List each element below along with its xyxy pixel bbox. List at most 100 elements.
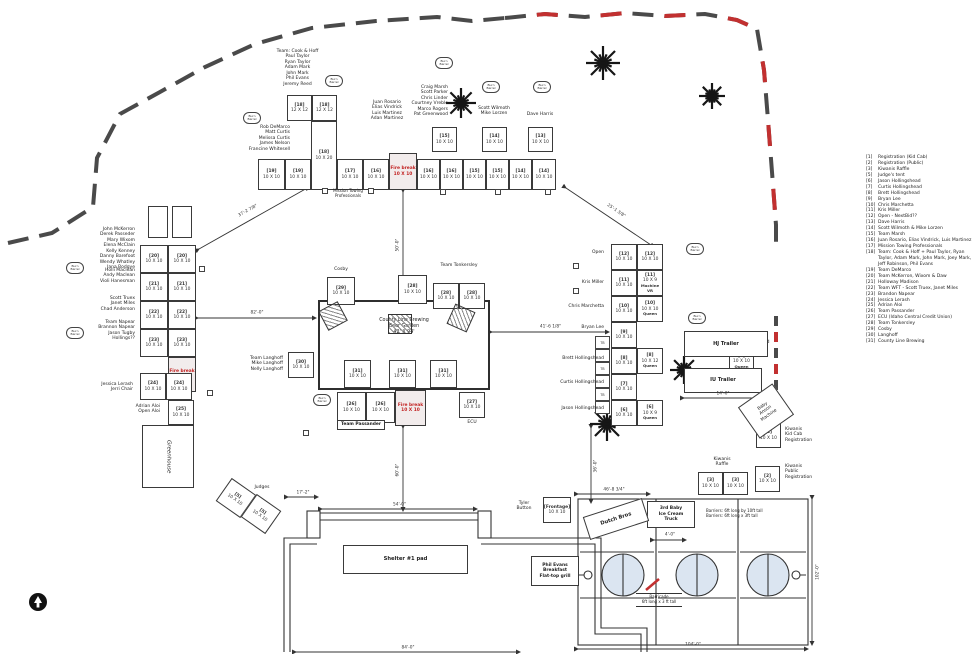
booth-size: 10 X 10 xyxy=(173,343,191,348)
map-label: Judges xyxy=(254,485,270,490)
legend-item-text: Bryan Lee xyxy=(878,196,901,202)
booth-size: 10 X 9 xyxy=(642,278,658,284)
legend-item-text: Langhoff xyxy=(878,333,898,339)
booth-number: [21] xyxy=(148,281,160,287)
booth-size: 10 X 10 xyxy=(341,174,359,180)
legend-item: [30]Langhoff xyxy=(866,333,976,339)
legend-item: [11]Kris Miller xyxy=(866,208,976,214)
booth-number: [15] xyxy=(492,169,503,174)
booth: [22]10 X 10 xyxy=(140,301,168,329)
booth: [31]10 X 10 xyxy=(430,360,457,388)
tree-icon xyxy=(586,46,620,80)
dimension-label: 37'-2 7/8" xyxy=(237,203,259,219)
legend-item-number: [18] xyxy=(866,250,876,255)
legend-item-number: [29] xyxy=(866,327,876,333)
legend-item-text: Team Passander xyxy=(878,309,915,315)
legend-item-text: Mission Towing Professionals xyxy=(878,244,943,250)
legend-item-number: [10] xyxy=(866,202,876,208)
booth: [15]10 X 10 xyxy=(486,159,509,190)
team-passander-box: Team Passander xyxy=(337,420,385,430)
booth-number: [11] xyxy=(644,272,656,278)
booth: [18]12 X 12 xyxy=(312,95,337,121)
trash-can-marker xyxy=(207,390,213,396)
booth-number: [3] xyxy=(731,478,740,483)
legend-item: [5]Judge's tent xyxy=(866,173,976,179)
booth: [28]10 X 10 xyxy=(398,275,427,304)
legend-item: [10]Chris Marchetta xyxy=(866,203,976,209)
booth: [12]10 X 10 xyxy=(611,244,637,270)
booth-size: 10 X 10 xyxy=(532,139,549,145)
trash-can-marker xyxy=(368,188,374,194)
booth: [31]10 X 10 xyxy=(344,360,371,388)
dimension-label: 50'-0" xyxy=(395,238,401,252)
booth: [Frontage]10 X 10 xyxy=(543,497,571,523)
booth-size: 10 X 10 xyxy=(173,287,191,292)
booth-note: Queen xyxy=(642,311,658,317)
booth-size: 10 X 10 xyxy=(727,483,744,489)
booth: [14]10 X 10 xyxy=(482,127,507,152)
legend-item: [19]Team DeMarco xyxy=(866,268,976,274)
booth: [26]10 X 10 xyxy=(337,392,366,423)
booth: [16]10 X 10 xyxy=(417,159,440,190)
booth-number: [26] xyxy=(346,402,357,407)
booth: [9]10 X 10 xyxy=(611,322,637,348)
legend-item: [7]Curtis Hollingshead xyxy=(866,185,976,191)
trash-can-marker xyxy=(545,189,551,195)
booth: [20]10 X 10 xyxy=(140,245,168,273)
booth: [14]10 X 10 xyxy=(532,159,556,190)
legend-item-text: Team Tonkersley xyxy=(878,321,916,327)
booth: [17]10 X 10 xyxy=(337,159,363,190)
booth-number: [18] xyxy=(294,102,305,108)
legend-item: [8]Brett Hollingshead xyxy=(866,191,976,197)
booth-size: 10 X 10 xyxy=(332,291,350,296)
greenhouse: Greenhouse xyxy=(142,425,194,488)
booth-number: [3] xyxy=(706,478,715,483)
booth-size: 10 X 10 xyxy=(173,315,191,320)
legend-item: [28]Team Tonkersley xyxy=(866,321,976,327)
booth-size: 10 X 10 xyxy=(420,174,437,180)
legend-item-number: [8] xyxy=(866,190,873,196)
table-marker xyxy=(595,375,610,388)
dimension-label: 36'-0" xyxy=(593,459,599,472)
map-label: Kris Miller xyxy=(581,280,604,285)
name-list: Kiwanis Kid Cab Registration xyxy=(785,427,813,443)
booth-number: [31] xyxy=(397,368,408,374)
booth: [30]10 X 10 xyxy=(288,352,314,378)
legend-item: [1]Registration (Kid Cab) xyxy=(866,155,976,161)
legend: [1]Registration (Kid Cab)[2]Registration… xyxy=(866,155,976,345)
booth-number: [28] xyxy=(407,284,418,289)
booth-size: 10 X 10 xyxy=(372,407,389,413)
booth-size: 10 X 10 xyxy=(466,174,483,180)
booth-number: [28] xyxy=(466,290,478,296)
booth-number: [Frontage] xyxy=(543,504,571,510)
garden-table xyxy=(388,314,412,334)
legend-item-number: [22] xyxy=(866,285,876,291)
tree-icon xyxy=(699,83,725,109)
booth-size: 10 X 10 xyxy=(615,387,633,392)
burn-barrel-badge: Burn Barrel xyxy=(688,312,706,324)
legend-item-number: [28] xyxy=(866,321,876,327)
legend-item-text: Chris Marchetta xyxy=(878,202,914,208)
legend-item: [2]Registration (Public) xyxy=(866,161,976,167)
tree-icon xyxy=(446,88,476,118)
booth-size: 10 X 10 xyxy=(289,174,307,180)
legend-item: [27]ECU (Idaho Central Credit Union) xyxy=(866,315,976,321)
north-arrow-icon xyxy=(29,593,47,611)
booth-size: 10 X 10 xyxy=(463,405,481,410)
booth-number: [24] xyxy=(147,381,159,386)
booth-number: [14] xyxy=(489,134,500,139)
booth-size: 10 X 10 xyxy=(435,374,452,379)
name-list: Barriers: 6ft long by 10ft tall Barriers… xyxy=(706,508,763,518)
booth-number: Fire break xyxy=(169,369,195,374)
booth-size: 10 X 10 xyxy=(548,510,566,515)
booth-number: [16] xyxy=(423,169,434,174)
booth-size: 10 X 10 xyxy=(349,374,366,379)
booth-number: Fire break xyxy=(397,402,424,408)
legend-item-text: Cosby xyxy=(878,327,892,333)
legend-item-number: [19] xyxy=(866,267,876,273)
